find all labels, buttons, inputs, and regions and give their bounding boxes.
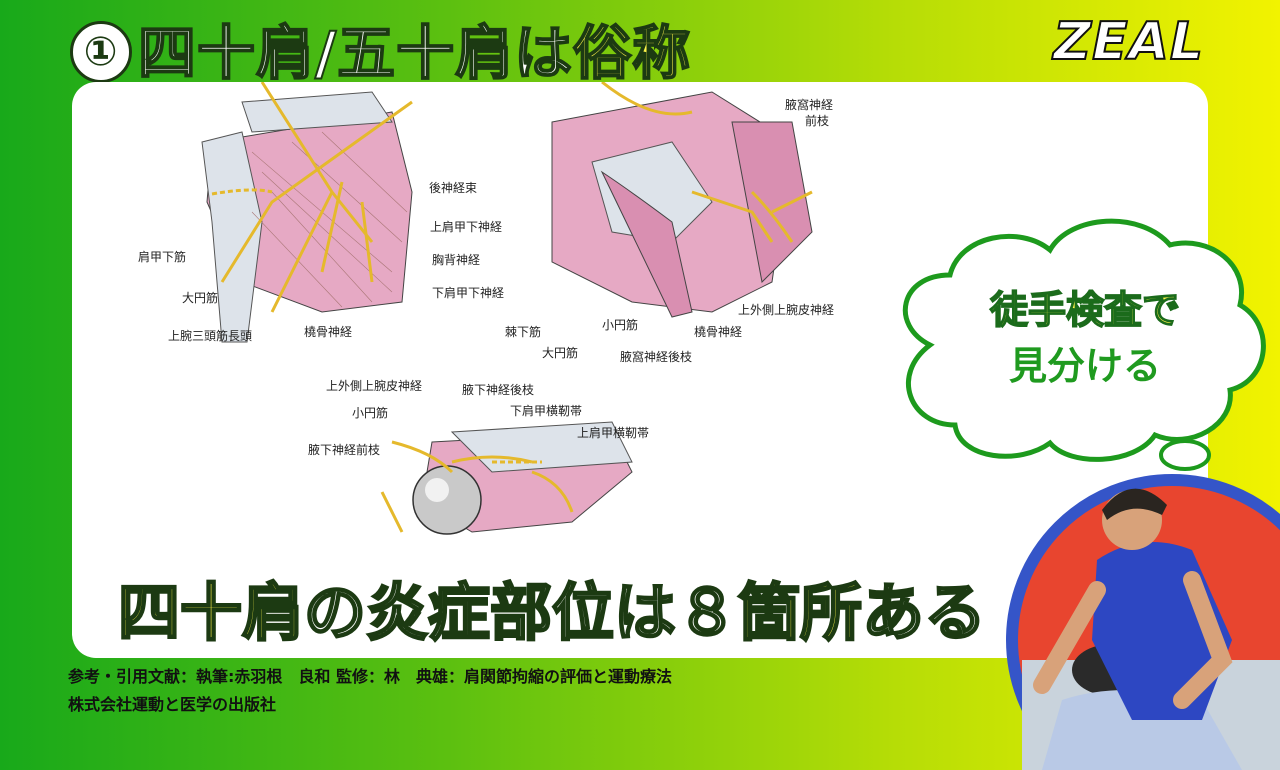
bubble-line2: 見分ける [1008,344,1161,388]
label-teres-major-2: 大円筋 [542,345,578,360]
label-axillary-posterior-2: 腋下神経後枝 [462,382,534,397]
headline-e: ある [861,575,988,651]
label-axillary-nerve: 腋窩神経 [785,97,833,112]
diagram-labels: 後神経束 上肩甲下神経 胸背神経 下肩甲下神経 肩甲下筋 大円筋 上腕三頭筋長頭… [138,97,834,457]
reference-line2: 株式会社運動と医学の出版社 [68,695,277,714]
label-teres-minor-2: 小円筋 [352,405,388,420]
headline: 四十肩の炎症部位は８箇所ある [117,562,988,652]
label-upper-lateral-2: 上外側上腕皮神経 [326,378,422,393]
label-radial-nerve-2: 橈骨神経 [694,325,742,339]
label-infraspinatus: 棘下筋 [505,324,541,339]
therapist-photo [1006,474,1280,770]
label-thoracodorsal: 胸背神経 [432,252,480,267]
label-posterior-cord: 後神経束 [429,181,477,195]
label-superior-ligament: 上肩甲横靭帯 [577,425,649,440]
label-lower-subscapular: 下肩甲下神経 [432,285,504,300]
anatomy-illustration: 後神経束 上肩甲下神経 胸背神経 下肩甲下神経 肩甲下筋 大円筋 上腕三頭筋長頭… [138,82,834,535]
brand-logo: ZEAL [1052,11,1204,73]
title-number: ① [70,21,132,83]
label-axillary-anterior: 腋下神経前枝 [308,442,380,457]
label-upper-subscapular: 上肩甲下神経 [430,219,502,234]
label-radial-nerve: 橈骨神経 [304,325,352,339]
label-inferior-ligament: 下肩甲横靭帯 [510,403,582,418]
label-anterior-branch: 前枝 [805,113,829,128]
label-upper-lateral-cutaneous: 上外側上腕皮神経 [738,302,834,317]
title-part2: 俗称 [572,18,692,88]
bubble-line1: 徒手検査で [989,287,1181,333]
label-teres-minor: 小円筋 [602,317,638,332]
title-part1: 四十肩/五十肩は [137,18,574,88]
superior-shoulder-drawing [380,421,633,535]
label-axillary-posterior: 腋窩神経後枝 [620,349,692,364]
label-teres-major: 大円筋 [182,290,218,305]
label-triceps-long-head: 上腕三頭筋長頭 [168,328,252,343]
headline-d: 箇所 [737,575,864,651]
anterior-shoulder-drawing [201,82,413,343]
headline-b: の炎症部位は [303,575,678,651]
reference-line1: 参考・引用文献：執筆:赤羽根 良和 監修：林 典雄：肩関節拘縮の評価と運動療法 [68,667,672,686]
headline-a: 四十肩 [117,575,306,651]
thought-bubble-text: 徒手検査で 見分ける [965,282,1205,394]
posterior-shoulder-drawing [551,82,813,318]
label-subscapularis: 肩甲下筋 [138,249,186,264]
headline-c: ８ [675,575,740,651]
